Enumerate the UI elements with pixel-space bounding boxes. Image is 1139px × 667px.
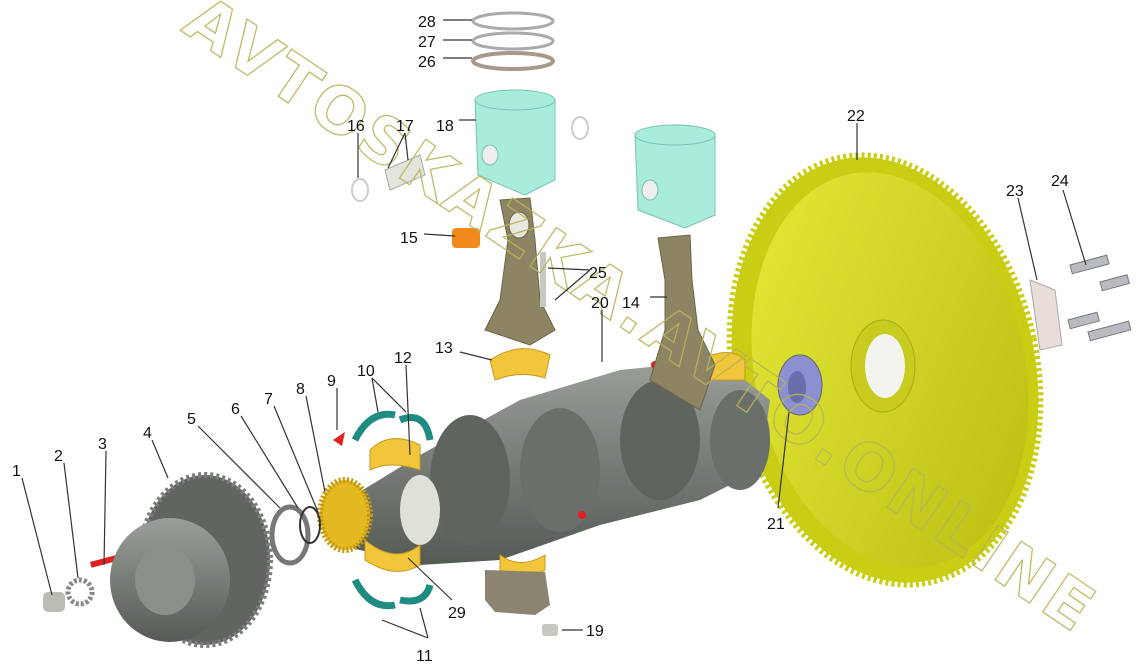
- pistons: [474, 89, 716, 229]
- bearings: [364, 348, 746, 578]
- lock-washer: [65, 577, 95, 607]
- circlip: [351, 178, 369, 202]
- callout-15: 15: [400, 230, 418, 247]
- piston-pin: [384, 154, 426, 191]
- callout-9: 9: [327, 373, 336, 390]
- callout-6: 6: [231, 401, 240, 418]
- callout-25: 25: [589, 265, 607, 282]
- callout-18: 18: [436, 118, 454, 135]
- callout-26: 26: [418, 54, 436, 71]
- callout-11: 11: [416, 648, 433, 665]
- flywheel-bolts: [1067, 254, 1132, 342]
- dowel: [542, 624, 558, 636]
- callout-19: 19: [586, 623, 604, 640]
- callout-27: 27: [418, 34, 436, 51]
- callout-10: 10: [357, 363, 375, 380]
- front-seals: [269, 504, 321, 566]
- callout-17: 17: [396, 118, 414, 135]
- callout-14: 14: [622, 295, 640, 312]
- circlip: [571, 116, 589, 140]
- callout-22: 22: [847, 108, 865, 125]
- callout-20: 20: [591, 295, 609, 312]
- oil-seal: [777, 354, 823, 416]
- crank-pulley: [110, 472, 273, 648]
- main-bearing-cap: [485, 570, 550, 615]
- callout-21: 21: [767, 516, 785, 533]
- piston-rings: [471, 11, 555, 71]
- callout-1: 1: [12, 463, 21, 480]
- connecting-rods: [484, 197, 716, 411]
- pulley-bolt: [43, 592, 65, 612]
- rod-bushing: [452, 228, 480, 248]
- key: [333, 432, 345, 446]
- flywheel: [726, 152, 1044, 588]
- crank-gear: [317, 477, 373, 553]
- callout-2: 2: [54, 448, 63, 465]
- callout-16: 16: [347, 118, 365, 135]
- callout-7: 7: [264, 391, 273, 408]
- callout-29: 29: [448, 605, 466, 622]
- callout-8: 8: [296, 381, 305, 398]
- callout-lines: [21, 19, 1087, 639]
- flywheel-plate: [1029, 279, 1063, 351]
- rod-bolt: [540, 252, 546, 307]
- callout-4: 4: [143, 425, 152, 442]
- pulley-key: [90, 554, 121, 568]
- thrust-washers: [351, 410, 434, 610]
- callout-3: 3: [98, 436, 107, 453]
- callout-5: 5: [187, 411, 196, 428]
- crankshaft: [330, 360, 770, 565]
- callout-13: 13: [435, 340, 453, 357]
- callout-23: 23: [1006, 183, 1024, 200]
- callout-28: 28: [418, 14, 436, 31]
- callout-12: 12: [394, 350, 412, 367]
- callout-labels: 1 2 3 4 5 6 7 8 9 10 11 12 13 14 15 16 1…: [12, 14, 1069, 665]
- callout-24: 24: [1051, 173, 1069, 190]
